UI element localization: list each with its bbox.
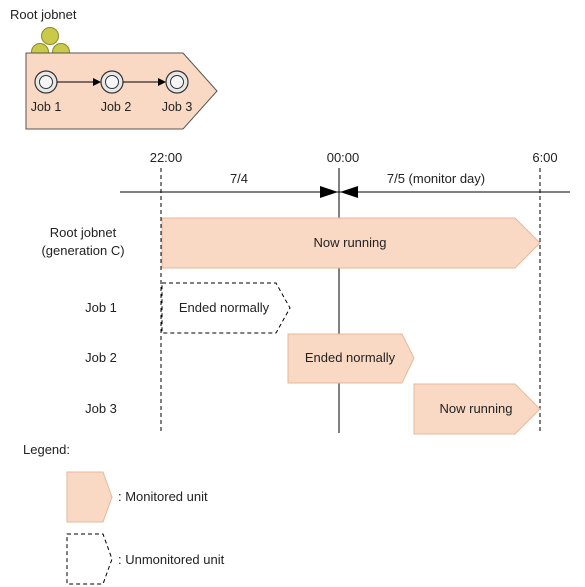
job2-status: Ended normally	[305, 350, 396, 365]
time-label-2200: 22:00	[150, 150, 183, 165]
job3-status: Now running	[440, 401, 513, 416]
legend-unmonitored-label: : Unmonitored unit	[118, 552, 225, 567]
job3-bar[interactable]	[413, 383, 541, 435]
legend-monitored-swatch	[66, 471, 113, 523]
day-boundary-arrow-left	[320, 186, 338, 198]
jobnet-pentagon-shape	[25, 52, 218, 130]
legend-title: Legend:	[23, 442, 70, 457]
jobnet-icon-title: Root jobnet	[10, 7, 77, 22]
legend-unmonitored-swatch	[66, 533, 113, 585]
row-label-root-line2: (generation C)	[41, 243, 124, 258]
day-label-7-5: 7/5 (monitor day)	[387, 171, 485, 186]
job-1-icon[interactable]	[34, 70, 58, 94]
job-3-icon[interactable]	[165, 70, 189, 94]
row-label-job3: Job 3	[85, 401, 117, 416]
row-label-root-line1: Root jobnet	[50, 225, 117, 240]
day-label-7-4: 7/4	[230, 171, 248, 186]
time-label-0600: 6:00	[532, 150, 557, 165]
root-jobnet-bar[interactable]	[161, 217, 541, 269]
time-label-0000: 00:00	[327, 150, 360, 165]
job1-status: Ended normally	[179, 300, 270, 315]
job-1-icon-label: Job 1	[31, 100, 62, 114]
job2-bar[interactable]	[287, 333, 415, 384]
job-3-icon-label: Job 3	[162, 100, 193, 114]
legend-monitored-label: : Monitored unit	[118, 489, 208, 504]
day-boundary-arrow-right	[340, 186, 358, 198]
row-label-job1: Job 1	[85, 300, 117, 315]
job-2-icon-label: Job 2	[101, 100, 132, 114]
row-label-job2: Job 2	[85, 350, 117, 365]
job1-bar[interactable]	[161, 282, 291, 334]
job-2-icon[interactable]	[100, 70, 124, 94]
root-jobnet-status: Now running	[314, 235, 387, 250]
